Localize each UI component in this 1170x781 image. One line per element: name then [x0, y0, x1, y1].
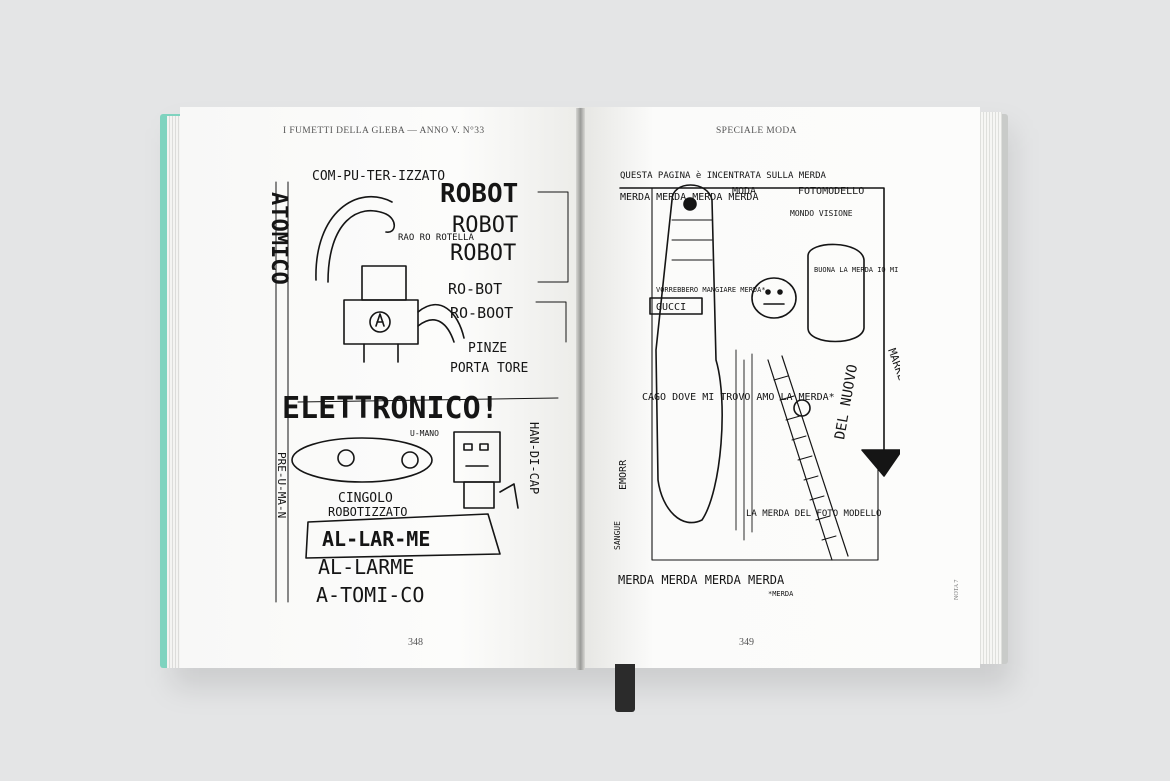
- drawing-text-del-nuovo: DEL NUOVO: [832, 363, 861, 440]
- drawing-text-computerizzato: COM-PU-TER-IZZATO: [312, 169, 445, 184]
- page-number-left: 348: [408, 637, 423, 648]
- drawing-text-allarme-1: AL-LAR-ME: [322, 527, 430, 551]
- drawing-text-ro-bot: RO-BOT: [448, 280, 502, 298]
- page-number-right: 349: [739, 637, 754, 648]
- drawing-text-header: QUESTA PAGINA è INCENTRATA SULLA MERDA: [620, 170, 826, 181]
- drawing-text-rao: RAO RO ROTELLA: [398, 233, 474, 243]
- left-page: [180, 107, 579, 668]
- drawing-text-portatore: PORTA TORE: [450, 361, 528, 376]
- drawing-text-merda-list: MERDA MERDA MERDA MERDA: [620, 192, 758, 203]
- drawing-text-fotomodello: FOTOMODELLO: [798, 186, 864, 197]
- running-head-left: I FUMETTI DELLA GLEBA — ANNO V. N°33: [283, 126, 485, 136]
- drawing-text-mondo-visione: MONDO VISIONE: [790, 209, 853, 218]
- drawing-text-pre-umano: PRE-U-MA-N: [275, 452, 288, 518]
- drawing-text-la-merda-del: LA MERDA DEL FOTO MODELLO: [746, 509, 881, 519]
- drawing-text-elettronico: ELETTRONICO!: [282, 391, 499, 426]
- drawing-text-moda: MODA: [732, 186, 756, 197]
- drawing-text-robot-3: ROBOT: [450, 241, 516, 266]
- drawing-text-robot-2: ROBOT: [452, 213, 518, 238]
- bookmark-ribbon: [615, 664, 635, 712]
- drawing-text-gucci: GUCCI: [656, 302, 686, 313]
- drawing-text-pinze: PINZE: [468, 341, 507, 356]
- right-page: [582, 107, 980, 668]
- drawing-text-vorrebbero: VORREBBERO MANGIARE MERDA*: [656, 286, 766, 294]
- drawing-text-robot-1: ROBOT: [440, 179, 518, 209]
- drawing-text-umano: U-MANO: [410, 429, 439, 438]
- drawing-text-buona: BUONA LA MERDA IO MI NUTRO DI MERDA: [814, 266, 900, 274]
- drawing-text-atomico: ATOMICO: [268, 192, 291, 285]
- drawing-text-bottom-small: *MERDA: [768, 590, 794, 598]
- drawing-text-bottom: MERDA MERDA MERDA MERDA: [618, 573, 785, 587]
- drawing-text-marketing: MARKETING: [885, 347, 900, 407]
- side-note: NOTA 7: [954, 579, 960, 600]
- drawing-text-cingolo: CINGOLO: [338, 491, 393, 506]
- drawing-text-cago: CAGO DOVE MI TROVO AMO LA MERDA*: [642, 392, 835, 403]
- running-head-right: SPECIALE MODA: [716, 126, 797, 136]
- book-gutter: [576, 108, 585, 670]
- drawing-text-allarme-2: AL-LARME: [318, 555, 414, 579]
- fashion-drawing: QUESTA PAGINA è INCENTRATA SULLA MERDA M…: [613, 170, 900, 598]
- drawing-text-emorr: EMORR: [618, 459, 629, 490]
- drawing-text-robotizzato: ROBOTIZZATO: [328, 505, 407, 519]
- drawing-text-ro-boot: RO-BOOT: [450, 304, 513, 322]
- drawing-text-atomico-2: A-TOMI-CO: [316, 583, 424, 607]
- drawing-text-handicap: HAN-DI-CAP: [527, 422, 541, 494]
- drawing-text-sangue: SANGUE: [613, 521, 622, 550]
- robot-drawing: COM-PU-TER-IZZATO ROBOT ROBOT ROBOT RAO …: [268, 169, 569, 607]
